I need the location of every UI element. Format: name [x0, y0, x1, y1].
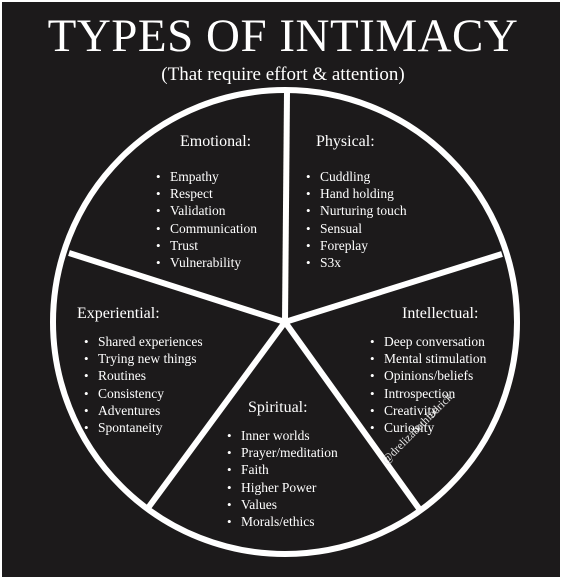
list-item: Introspection [370, 385, 486, 402]
divider-top [282, 91, 290, 323]
list-item: Trying new things [84, 350, 203, 367]
list-item: Communication [156, 220, 257, 237]
section-heading: Physical: [316, 133, 375, 150]
list-item: Prayer/meditation [227, 444, 338, 461]
list-item: Hand holding [306, 185, 407, 202]
section-emotional-items: Empathy Respect Validation Communication… [156, 168, 257, 271]
list-item: Faith [227, 461, 338, 478]
list-item: Vulnerability [156, 254, 257, 271]
section-heading: Emotional: [180, 133, 252, 150]
section-heading: Intellectual: [402, 305, 479, 322]
section-heading: Spiritual: [248, 399, 308, 416]
list-item: Deep conversation [370, 333, 486, 350]
section-intellectual: Intellectual: [402, 304, 478, 324]
page-subtitle: (That require effort & attention) [161, 64, 405, 85]
list-item: Shared experiences [84, 333, 203, 350]
section-experiential-items: Shared experiences Trying new things Rou… [84, 333, 203, 436]
section-spiritual: Spiritual: [248, 398, 308, 418]
divider-bottom-right [282, 320, 423, 512]
list-item: Cuddling [306, 168, 407, 185]
list-item: S3x [306, 254, 407, 271]
list-item: Routines [84, 367, 203, 384]
divider-left [68, 250, 286, 325]
list-item: Nurturing touch [306, 202, 407, 219]
section-intellectual-items: Deep conversation Mental stimulation Opi… [370, 333, 486, 436]
list-item: Respect [156, 185, 257, 202]
divider-bottom-left [145, 320, 288, 510]
list-item: Creativity [370, 402, 486, 419]
list-item: Curiosity [370, 419, 486, 436]
list-item: Consistency [84, 385, 203, 402]
list-item: Adventures [84, 402, 203, 419]
list-item: Inner worlds [227, 427, 338, 444]
divider-right [284, 251, 503, 325]
section-physical: Physical: [316, 132, 375, 152]
section-heading: Experiential: [77, 305, 160, 322]
list-item: Spontaneity [84, 419, 203, 436]
list-item: Higher Power [227, 479, 338, 496]
section-experiential: Experiential: [77, 304, 160, 324]
list-item: Empathy [156, 168, 257, 185]
list-item: Sensual [306, 220, 407, 237]
list-item: Foreplay [306, 237, 407, 254]
list-item: Opinions/beliefs [370, 367, 486, 384]
list-item: Values [227, 496, 338, 513]
section-spiritual-items: Inner worlds Prayer/meditation Faith Hig… [227, 427, 338, 530]
wheel-outline [50, 87, 520, 557]
list-item: Trust [156, 237, 257, 254]
list-item: Validation [156, 202, 257, 219]
list-item: Morals/ethics [227, 513, 338, 530]
list-item: Mental stimulation [370, 350, 486, 367]
page-title: TYPES OF INTIMACY [47, 10, 519, 62]
section-emotional: Emotional: [180, 132, 251, 152]
section-physical-items: Cuddling Hand holding Nurturing touch Se… [306, 168, 407, 271]
